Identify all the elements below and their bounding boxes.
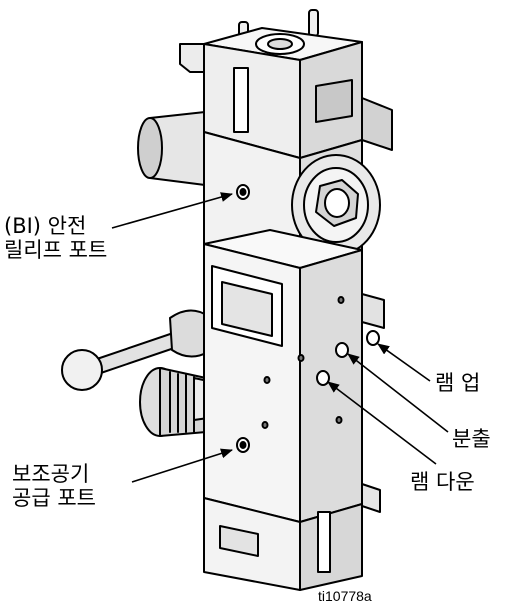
right-clip — [361, 483, 381, 513]
figure-id: ti10778a — [318, 588, 372, 604]
aux-air-supply-port-label-line1: 보조공기 — [12, 462, 90, 486]
bottom-block — [203, 497, 363, 591]
ram-up-label-text: 램 업 — [435, 371, 481, 395]
dispense-label: 분출 — [452, 427, 491, 451]
leader-aux-air — [131, 448, 233, 483]
right-cylinder — [361, 97, 393, 151]
aux-air-supply-port-label: 보조공기 공급 포트 — [12, 462, 96, 510]
ram-up-label: 램 업 — [435, 371, 480, 395]
top-block — [203, 27, 363, 159]
leader-ram-down — [327, 381, 437, 465]
main-body — [203, 229, 380, 523]
ram-down-label: 램 다운 — [410, 470, 475, 494]
safety-relief-port-label: (BI) 안전 릴리프 포트 — [4, 214, 107, 262]
right-stub-fitting — [361, 293, 385, 329]
leader-ram-up — [377, 343, 431, 382]
leader-dispense — [347, 353, 449, 433]
leader-safety-relief — [111, 192, 233, 229]
safety-relief-port-label-line2: 릴리프 포트 — [4, 238, 108, 262]
safety-relief-port-label-line1: (BI) 안전 — [4, 214, 87, 238]
dispense-label-text: 분출 — [452, 427, 491, 451]
side-cylinder — [137, 111, 206, 186]
hex-nut-fitting — [291, 154, 381, 256]
aux-air-supply-port-label-line2: 공급 포트 — [12, 486, 96, 510]
bracket-clip — [179, 43, 205, 73]
ram-down-label-text: 램 다운 — [410, 470, 475, 494]
handle-lever — [61, 309, 209, 391]
